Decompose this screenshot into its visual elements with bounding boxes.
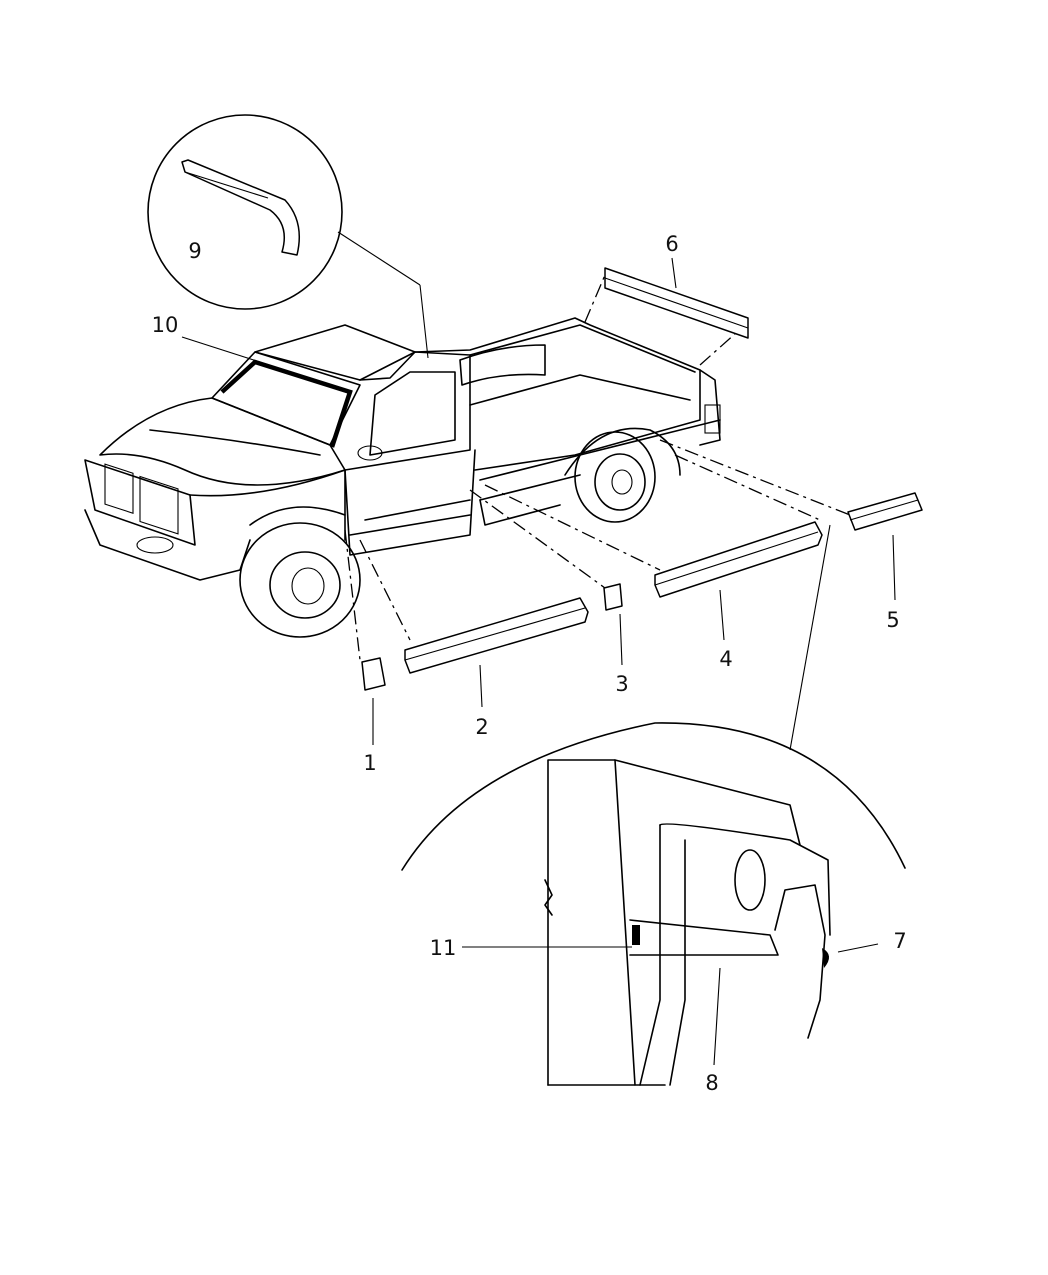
callout-leaders — [181, 257, 896, 745]
part-7-cap — [822, 948, 830, 968]
detail-circle-9 — [147, 114, 429, 359]
part-11-clip — [632, 925, 640, 945]
callout-9: 9 — [188, 239, 201, 263]
callout-labels: 1 2 3 4 5 6 7 8 9 10 11 — [152, 232, 907, 1095]
part-5-molding — [847, 492, 923, 531]
callout-5: 5 — [886, 608, 899, 632]
part-1-molding — [361, 657, 386, 691]
part-9-molding — [181, 159, 300, 256]
callout-10: 10 — [152, 313, 179, 337]
callout-1: 1 — [363, 751, 376, 775]
callout-7: 7 — [893, 929, 906, 953]
leader-lines — [344, 274, 851, 751]
truck-illustration — [84, 317, 721, 638]
callout-4: 4 — [719, 647, 732, 671]
callout-3: 3 — [615, 672, 628, 696]
part-3-molding — [603, 583, 623, 611]
callout-6: 6 — [665, 232, 678, 256]
part-4-molding — [654, 521, 823, 598]
parts — [361, 267, 923, 691]
part-2-molding — [404, 597, 589, 674]
detail-arc — [401, 722, 906, 1086]
callout-2: 2 — [475, 715, 488, 739]
windshield-molding-10 — [220, 359, 353, 448]
callout-11: 11 — [430, 936, 457, 960]
callout-8: 8 — [705, 1071, 718, 1095]
